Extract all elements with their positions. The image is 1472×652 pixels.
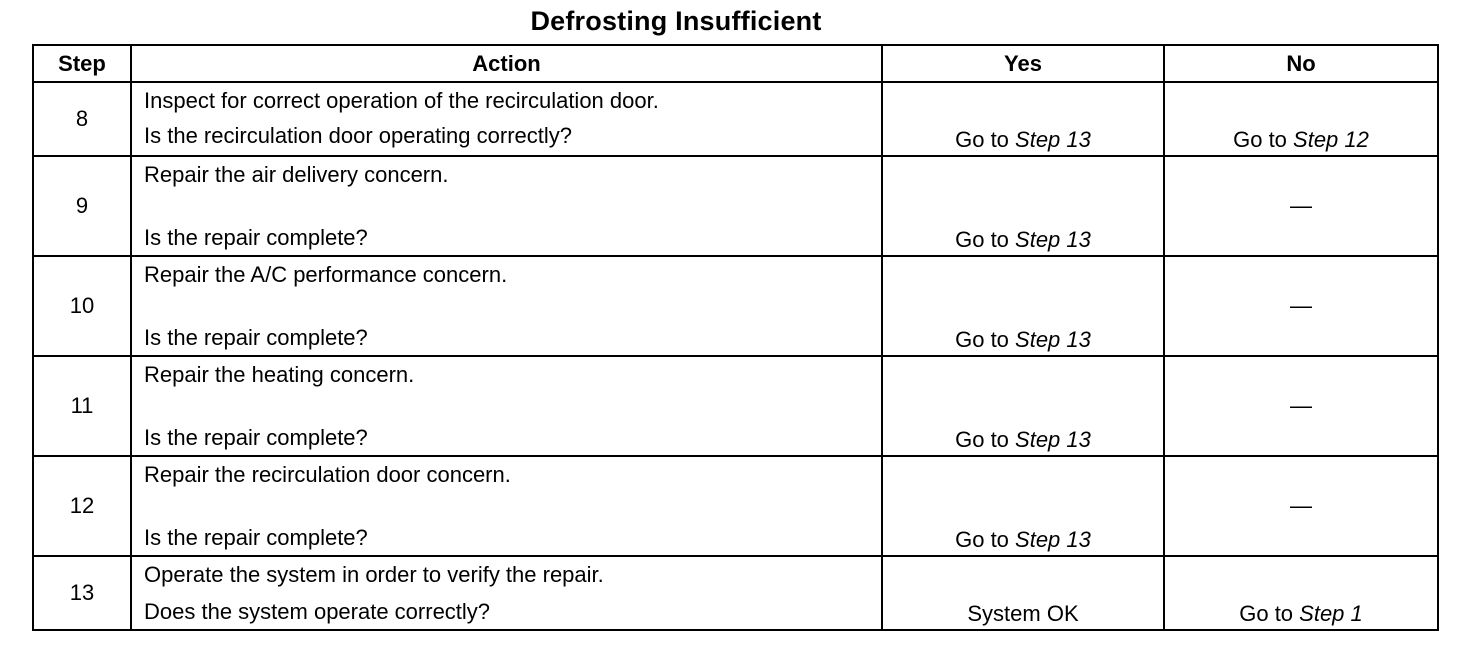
yes-result-prefix: Go to [955, 227, 1016, 252]
action-cell: Repair the recirculation door concern. I… [130, 455, 883, 557]
yes-result: Go to Step 13 [881, 455, 1165, 557]
table-row: 12 Repair the recirculation door concern… [32, 455, 1439, 557]
no-result-dash: — [1290, 493, 1312, 518]
action-question: Is the repair complete? [144, 225, 368, 250]
yes-result-prefix: Go to [955, 127, 1016, 152]
yes-result: System OK [881, 555, 1165, 631]
yes-step-link[interactable]: Step 13 [1015, 527, 1091, 552]
action-question: Is the recirculation door operating corr… [144, 123, 572, 148]
no-result-dash: — [1290, 293, 1312, 318]
table-header-row: Step Action Yes No [32, 44, 1439, 83]
action-cell: Operate the system in order to verify th… [130, 555, 883, 631]
action-instruction: Repair the heating concern. [144, 362, 415, 387]
column-header-step: Step [32, 44, 132, 83]
table-row: 13 Operate the system in order to verify… [32, 555, 1439, 631]
step-number: 9 [32, 155, 132, 257]
yes-result: Go to Step 13 [881, 81, 1165, 157]
yes-step-link[interactable]: Step 13 [1015, 227, 1091, 252]
no-step-link[interactable]: Step 12 [1293, 127, 1369, 152]
yes-result-prefix: Go to [955, 527, 1016, 552]
action-question: Is the repair complete? [144, 525, 368, 550]
no-result: Go to Step 1 [1163, 555, 1439, 631]
action-cell: Repair the A/C performance concern. Is t… [130, 255, 883, 357]
action-instruction: Operate the system in order to verify th… [144, 562, 604, 587]
yes-result-text: System OK [967, 601, 1079, 626]
step-number: 8 [32, 81, 132, 157]
step-number: 12 [32, 455, 132, 557]
table-row: 9 Repair the air delivery concern. Is th… [32, 155, 1439, 257]
action-cell: Repair the heating concern. Is the repai… [130, 355, 883, 457]
action-cell: Repair the air delivery concern. Is the … [130, 155, 883, 257]
yes-step-link[interactable]: Step 13 [1015, 427, 1091, 452]
page-title: Defrosting Insufficient [530, 6, 822, 36]
step-number: 13 [32, 555, 132, 631]
action-instruction: Repair the A/C performance concern. [144, 262, 508, 287]
yes-step-link[interactable]: Step 13 [1015, 127, 1091, 152]
action-question: Does the system operate correctly? [144, 599, 491, 624]
no-result: — [1163, 455, 1439, 557]
no-result-prefix: Go to [1239, 601, 1300, 626]
action-instruction: Repair the recirculation door concern. [144, 462, 511, 487]
no-result-dash: — [1290, 393, 1312, 418]
yes-result: Go to Step 13 [881, 155, 1165, 257]
yes-result: Go to Step 13 [881, 355, 1165, 457]
action-instruction: Repair the air delivery concern. [144, 162, 449, 187]
yes-result-prefix: Go to [955, 327, 1016, 352]
table-row: 10 Repair the A/C performance concern. I… [32, 255, 1439, 357]
no-result: — [1163, 255, 1439, 357]
no-step-link[interactable]: Step 1 [1299, 601, 1363, 626]
action-cell: Inspect for correct operation of the rec… [130, 81, 883, 157]
yes-step-link[interactable]: Step 13 [1015, 327, 1091, 352]
no-result: — [1163, 155, 1439, 257]
no-result: — [1163, 355, 1439, 457]
no-result-dash: — [1290, 193, 1312, 218]
step-number: 11 [32, 355, 132, 457]
column-header-yes: Yes [881, 44, 1165, 83]
step-number: 10 [32, 255, 132, 357]
action-question: Is the repair complete? [144, 325, 368, 350]
column-header-action: Action [130, 44, 883, 83]
column-header-no: No [1163, 44, 1439, 83]
action-question: Is the repair complete? [144, 425, 368, 450]
yes-result-prefix: Go to [955, 427, 1016, 452]
yes-result: Go to Step 13 [881, 255, 1165, 357]
no-result-prefix: Go to [1233, 127, 1294, 152]
table-row: 8 Inspect for correct operation of the r… [32, 81, 1439, 157]
diagnostic-table: Step Action Yes No 8 Inspect for correct… [32, 44, 1439, 631]
action-instruction: Inspect for correct operation of the rec… [144, 88, 659, 113]
no-result: Go to Step 12 [1163, 81, 1439, 157]
table-row: 11 Repair the heating concern. Is the re… [32, 355, 1439, 457]
